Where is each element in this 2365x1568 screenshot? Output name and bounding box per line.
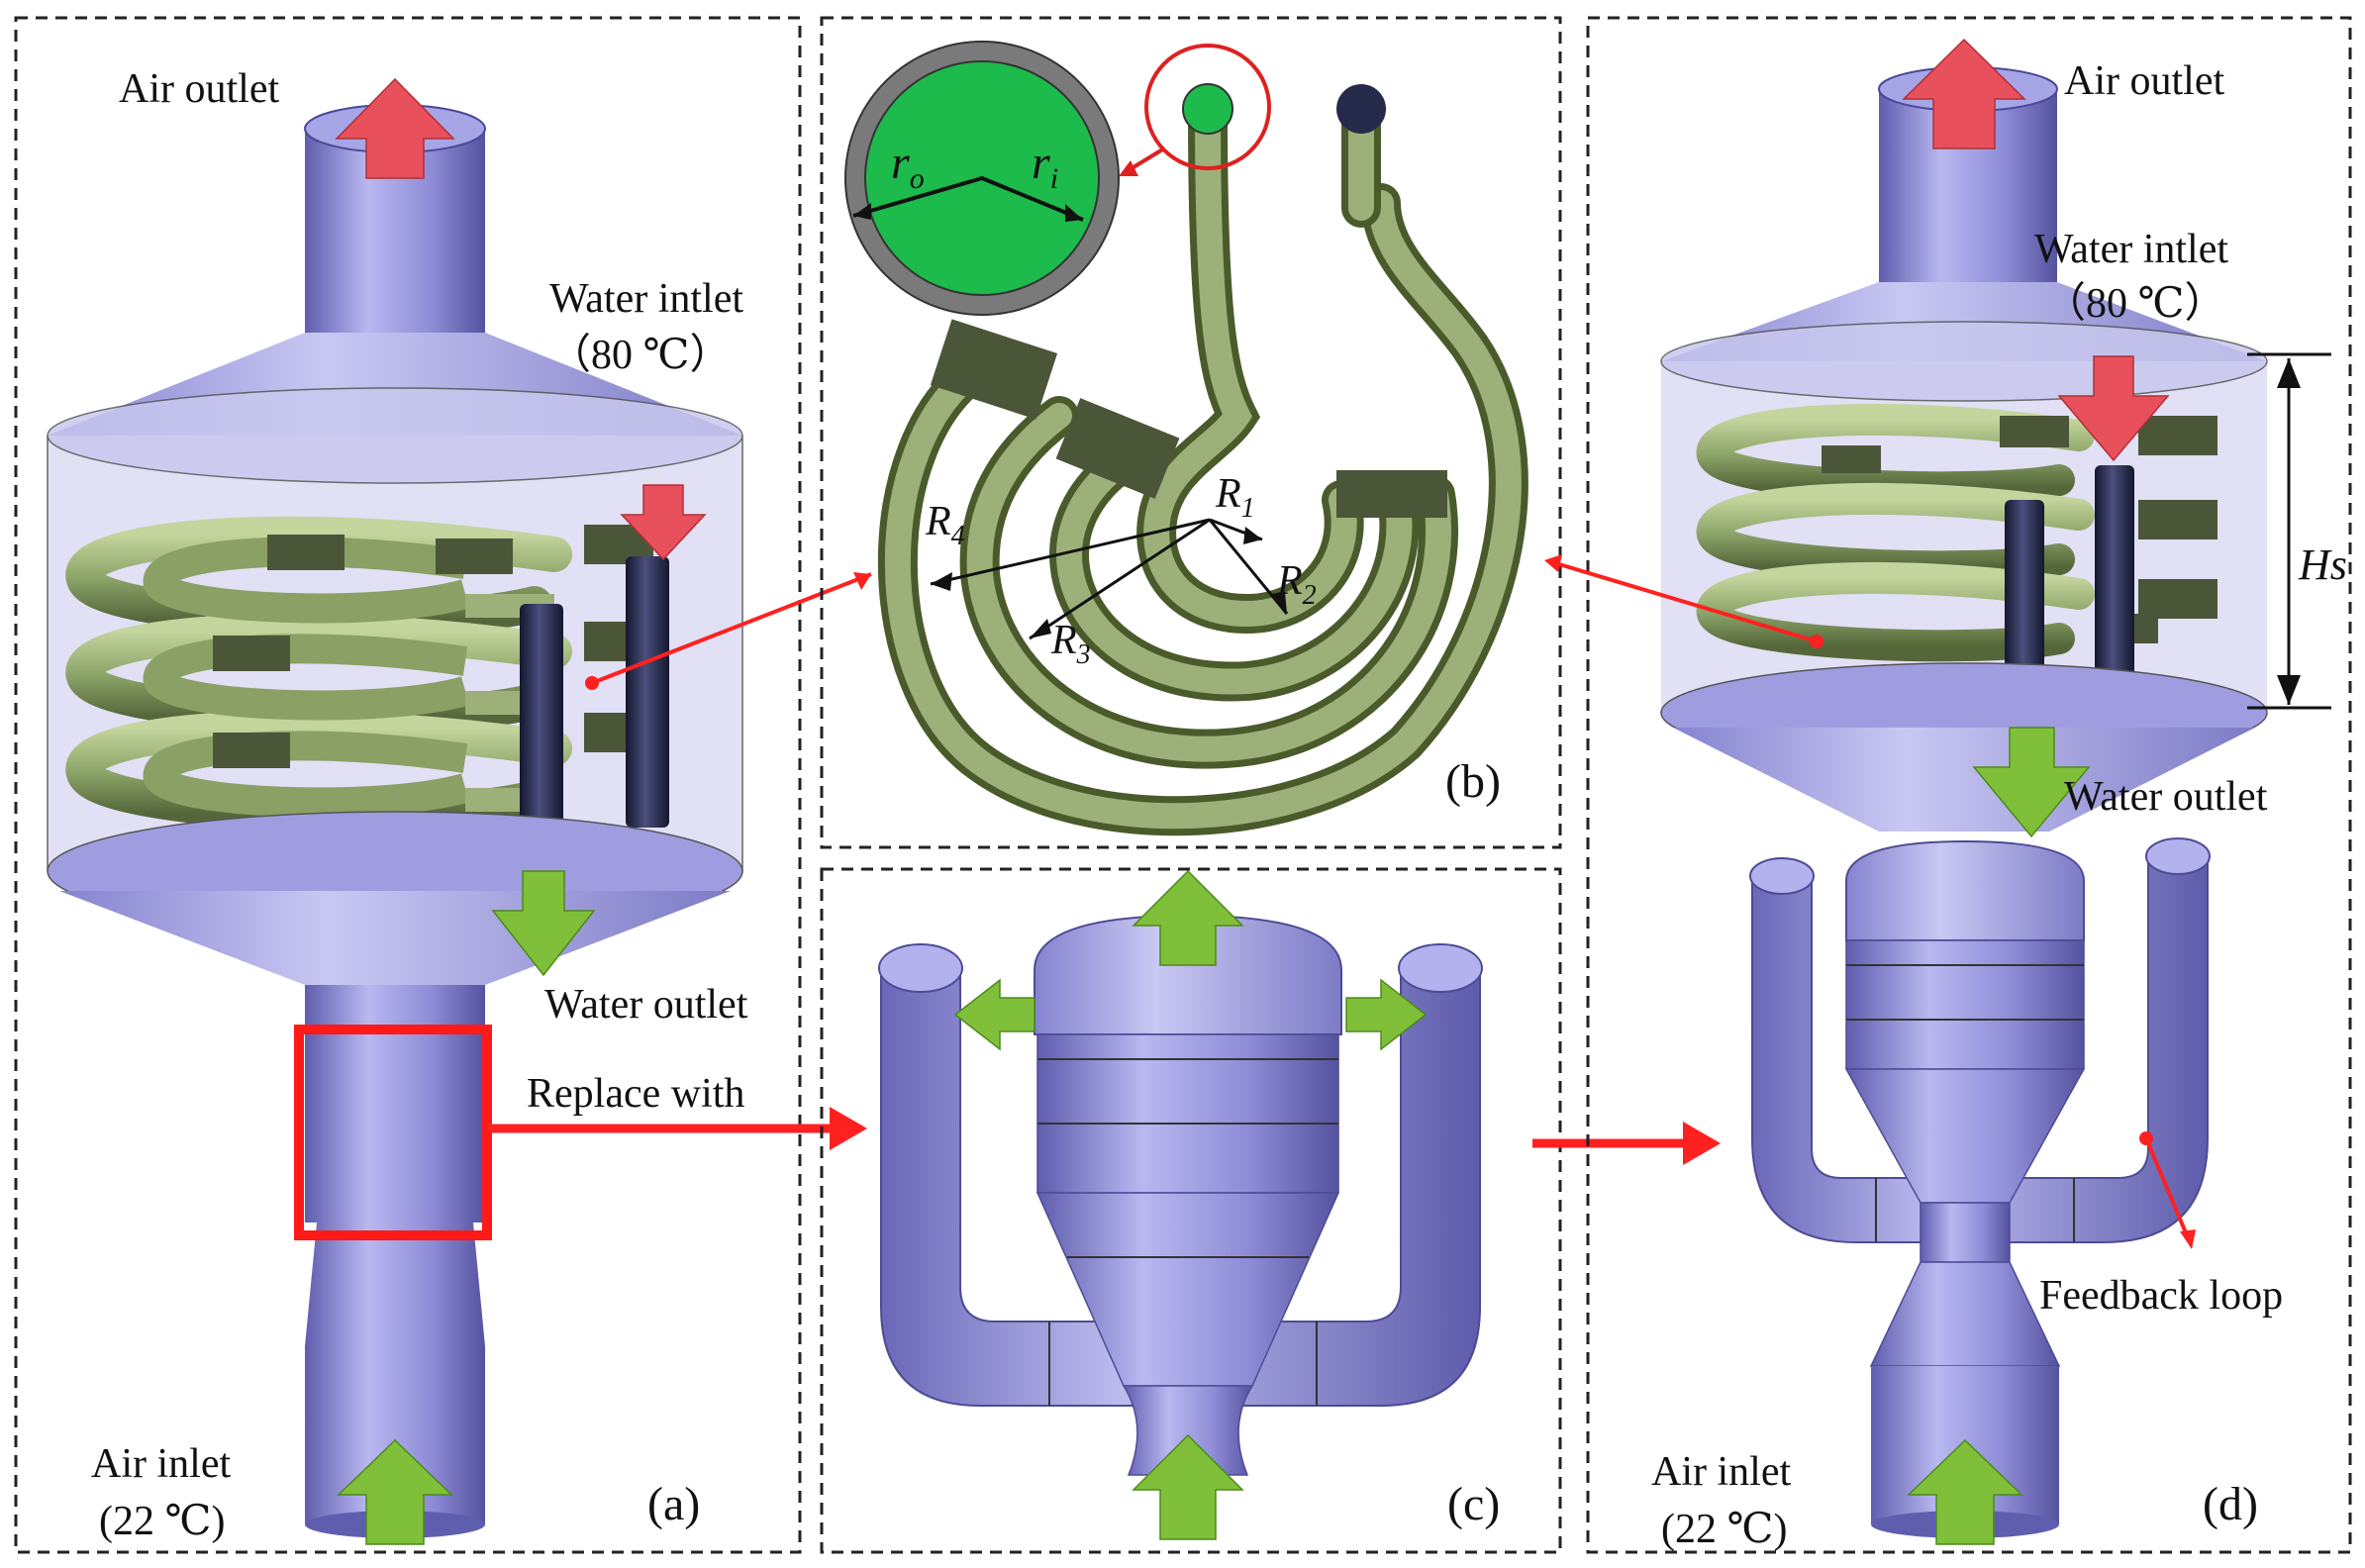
feedback-pointer	[2144, 1137, 2192, 1243]
air-inlet-label: Air inlet	[91, 1441, 231, 1487]
panel-a-border	[14, 16, 802, 1554]
radius-R4-label: R4	[925, 499, 965, 551]
housing-top-rim	[47, 387, 743, 484]
radius-R2-label: R2	[1276, 558, 1317, 611]
spiral-coil	[877, 89, 1528, 836]
air-outlet-label: Air outlet	[2064, 58, 2224, 104]
cyclone-dome	[1845, 839, 2085, 941]
pointer-origin-dot	[585, 676, 599, 690]
hs-arrowhead-top	[2277, 358, 2301, 388]
radius-dimension-arrows	[930, 518, 1289, 640]
coil-fin	[1055, 398, 1180, 499]
water-inlet-label: Water intlet	[549, 276, 743, 322]
feedback-loop-pipes	[1751, 855, 2209, 1243]
radius-R1-arrowhead	[1243, 527, 1262, 544]
to-panel-d-arrowhead	[1683, 1122, 1721, 1165]
up-arrow-icon	[1132, 1433, 1244, 1540]
inlet-nozzle	[1122, 1385, 1254, 1476]
inlet-highlight-circle	[1144, 44, 1271, 170]
inlet-manifold-rod	[626, 556, 669, 828]
housing-bottom-funnel	[59, 891, 731, 985]
down-arrow-icon	[620, 484, 707, 561]
cyclone-upper-body	[1845, 939, 2085, 1070]
air-inlet-label: Air inlet	[1651, 1449, 1791, 1495]
height-label: Hs	[2298, 540, 2347, 589]
panel-d-border	[1586, 16, 2352, 1554]
panel-c-tag: (c)	[1447, 1478, 1500, 1530]
water-outlet-label: Water outlet	[2064, 774, 2268, 820]
panel-a-tag: (a)	[647, 1478, 700, 1530]
pointer-arrowhead	[853, 572, 871, 590]
air-inlet-temp-label: (22 ℃)	[1661, 1507, 1787, 1552]
feedback-loop-label: Feedback loop	[2039, 1273, 2283, 1319]
housing-top-rim	[1660, 321, 2268, 402]
radius-R4-arrowhead	[931, 572, 952, 591]
panel-d-tag: (d)	[2203, 1478, 2258, 1530]
up-arrow-icon	[1902, 38, 2026, 149]
inlet-manifold-rod	[2095, 465, 2134, 718]
pointer-to-panel-b	[1548, 559, 1818, 643]
inlet-diffuser	[305, 1223, 485, 1346]
inner-radius-label: ri	[1032, 137, 1058, 195]
radius-R3-label: R3	[1050, 618, 1091, 670]
coil-fin	[930, 319, 1058, 420]
outer-radius-label: ro	[891, 137, 925, 195]
panel-c-feedback-module: (c)	[820, 867, 1721, 1554]
feedback-pointer-arrowhead	[2180, 1229, 2196, 1249]
feedback-pipe-cap-right	[1398, 943, 1483, 993]
replace-arrowhead	[830, 1107, 867, 1150]
up-arrow-icon	[337, 1438, 453, 1545]
panel-c-border	[820, 867, 1562, 1554]
cyclone-upper-body	[1036, 1033, 1339, 1194]
down-arrow-icon	[2057, 355, 2170, 462]
feedback-pipe-cap-left	[878, 943, 963, 993]
outlet-tube-end	[1336, 84, 1386, 134]
down-arrow-icon	[491, 870, 596, 977]
up-arrow-icon	[1132, 869, 1244, 966]
pointer-origin-dot	[1810, 635, 1823, 648]
throat-pipe	[1920, 1202, 2011, 1263]
hs-arrowhead-bottom	[2277, 675, 2301, 705]
radius-R1-label: R1	[1215, 471, 1255, 524]
pointer-arrowhead	[1544, 554, 1562, 572]
feedback-pipe-cap-right	[2145, 837, 2211, 875]
coil-bundle-d	[1696, 403, 2217, 662]
coil-bundle-a	[65, 516, 653, 832]
water-inlet-temp-label: （80 ℃）	[2044, 281, 2225, 327]
zoom-pointer-arrowhead	[1119, 160, 1138, 176]
radius-ro-arrowhead	[853, 203, 871, 220]
inlet-tube-end	[1182, 83, 1233, 135]
radius-ri-arrowhead	[1065, 204, 1083, 222]
water-inlet-temp-label: （80 ℃）	[549, 333, 731, 378]
up-arrow-icon	[1907, 1438, 2023, 1545]
coil-fin	[1336, 470, 1447, 518]
air-outlet-label: Air outlet	[119, 66, 279, 112]
air-inlet-temp-label: (22 ℃)	[99, 1499, 225, 1544]
outlet-manifold-rod	[520, 604, 563, 877]
replace-with-label: Replace with	[527, 1071, 744, 1117]
panel-b-border	[820, 16, 1562, 849]
water-inlet-label: Water intlet	[2034, 227, 2228, 272]
pointer-to-panel-b	[591, 572, 872, 685]
radius-R3-arrowhead	[1030, 619, 1051, 638]
up-arrow-icon	[335, 77, 455, 179]
feedback-pipe-cap-left	[1749, 857, 1815, 895]
inlet-diffuser	[1869, 1261, 2061, 1367]
water-outlet-label: Water outlet	[544, 982, 748, 1028]
throat-pipe	[305, 985, 485, 1223]
radius-R2-arrowhead	[1271, 592, 1287, 614]
panel-a-original-design: Air outlet Water intlet （80 ℃） Water out…	[14, 16, 872, 1554]
housing-bottom-funnel	[1673, 728, 2255, 832]
radius-lines	[852, 175, 1084, 222]
panel-d-improved-design: Air outlet Water intlet （80 ℃） Hs Water …	[1544, 16, 2352, 1554]
panel-b-coil-top-view: ro ri	[820, 16, 1562, 849]
down-arrow-icon	[1972, 727, 2091, 838]
left-arrow-icon	[953, 978, 1035, 1051]
panel-b-tag: (b)	[1445, 755, 1501, 808]
right-arrow-icon	[1345, 978, 1428, 1051]
